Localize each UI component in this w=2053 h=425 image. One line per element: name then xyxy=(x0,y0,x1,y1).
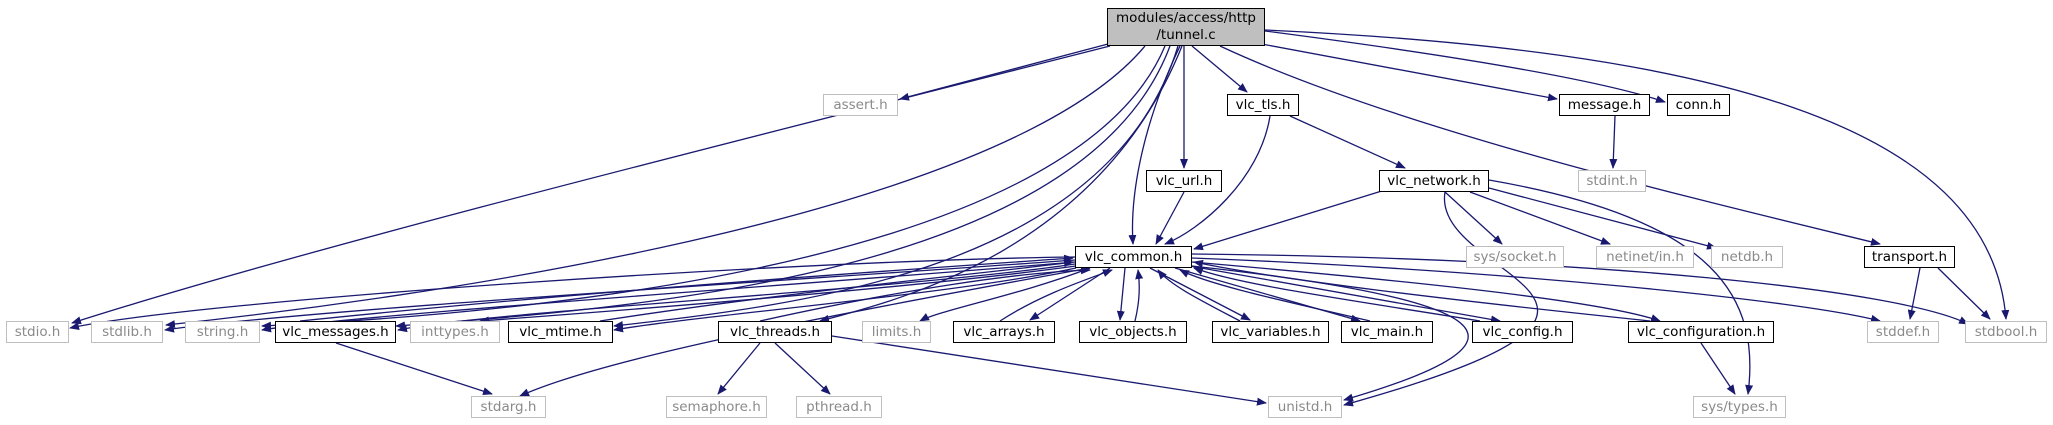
node-string-h[interactable]: string.h xyxy=(185,321,260,343)
node-conn-h[interactable]: conn.h xyxy=(1667,94,1730,116)
node-message-h[interactable]: message.h xyxy=(1559,94,1650,116)
edge-config-common xyxy=(1193,267,1481,322)
node-stdint-h[interactable]: stdint.h xyxy=(1578,170,1646,192)
node-semaphore-h[interactable]: semaphore.h xyxy=(666,396,767,418)
edge-arrays-common xyxy=(999,269,1113,322)
edge-common-limits xyxy=(919,267,1091,322)
edge-message-stdint xyxy=(1609,115,1618,169)
edge-configuration-systypes xyxy=(1700,342,1736,395)
node-vlc-configuration-h[interactable]: vlc_configuration.h xyxy=(1628,321,1774,343)
node-vlc-arrays-h[interactable]: vlc_arrays.h xyxy=(953,321,1055,343)
edge-common-stdbool xyxy=(1191,253,1969,325)
edge-common-vlcconfig xyxy=(1189,265,1501,324)
node-assert-h[interactable]: assert.h xyxy=(823,94,898,116)
edge-vlctls-vlccommon xyxy=(1164,115,1271,245)
edge-common-vlcconfiguration xyxy=(1191,261,1661,322)
edge-common-stddef xyxy=(1191,257,1881,323)
node-stdarg-h[interactable]: stdarg.h xyxy=(471,396,546,418)
node-vlc-mtime-h[interactable]: vlc_mtime.h xyxy=(508,321,613,343)
node-vlc-objects-h[interactable]: vlc_objects.h xyxy=(1079,321,1187,343)
edge-variables-common xyxy=(1157,269,1241,322)
edge-root-stdlib xyxy=(165,45,1146,329)
node-sys-socket-h[interactable]: sys/socket.h xyxy=(1466,246,1564,268)
edge-net-common xyxy=(1193,189,1386,251)
edge-configuration-common xyxy=(1193,259,1651,322)
node-netdb-h[interactable]: netdb.h xyxy=(1711,246,1783,268)
node-tunnel-c-line2: /tunnel.c xyxy=(1156,27,1216,43)
edge-root-vlctls xyxy=(1191,45,1248,93)
edge-net-netdb xyxy=(1488,187,1717,250)
edge-root-string xyxy=(261,45,1166,330)
edge-root-vlcmessages xyxy=(395,45,1171,330)
edge-threads-common xyxy=(759,266,1091,322)
edge-net-unistd xyxy=(1343,191,1539,407)
node-sys-types-h[interactable]: sys/types.h xyxy=(1693,396,1786,418)
edge-root-conn xyxy=(1264,30,1666,103)
edge-common-inttypes xyxy=(479,265,1077,325)
node-vlc-messages-h[interactable]: vlc_messages.h xyxy=(275,321,396,343)
edge-vlctls-vlcnetwork xyxy=(1289,115,1406,169)
node-vlc-network-h[interactable]: vlc_network.h xyxy=(1379,170,1489,192)
edge-root-stdbool xyxy=(1264,29,2010,320)
edge-root-transport xyxy=(1219,45,1881,246)
edge-net-systypes xyxy=(1488,179,1754,395)
node-limits-h[interactable]: limits.h xyxy=(862,321,931,343)
node-stdio-h[interactable]: stdio.h xyxy=(6,321,69,343)
edge-common-vlcobjects xyxy=(1116,267,1126,321)
edge-threads-pthread xyxy=(774,342,831,395)
node-vlc-variables-h[interactable]: vlc_variables.h xyxy=(1212,321,1329,343)
edge-common-stdlib xyxy=(164,259,1076,333)
edge-root-vlcthreads xyxy=(819,45,1183,323)
node-vlc-threads-h[interactable]: vlc_threads.h xyxy=(718,321,832,343)
node-tunnel-c[interactable]: modules/access/http /tunnel.c xyxy=(1107,8,1265,46)
edge-threads-semaphore xyxy=(717,342,761,395)
edge-main-common xyxy=(1179,269,1371,322)
edge-root-stdio xyxy=(71,45,1111,325)
edge-msgs-stdarg xyxy=(335,342,493,396)
edge-mtime-common xyxy=(599,259,1074,322)
node-vlc-common-h[interactable]: vlc_common.h xyxy=(1075,246,1192,268)
node-vlc-url-h[interactable]: vlc_url.h xyxy=(1146,170,1222,192)
edge-msgs-common xyxy=(299,254,1074,322)
node-vlc-main-h[interactable]: vlc_main.h xyxy=(1341,321,1433,343)
edge-common-vlcmtime xyxy=(613,267,1077,333)
node-stdbool-h[interactable]: stdbool.h xyxy=(1965,321,2047,343)
node-netinet-in-h[interactable]: netinet/in.h xyxy=(1596,246,1694,268)
node-vlc-tls-h[interactable]: vlc_tls.h xyxy=(1227,94,1299,116)
node-stdlib-h[interactable]: stdlib.h xyxy=(91,321,163,343)
edge-net-socket xyxy=(1444,191,1503,245)
node-tunnel-c-line1: modules/access/http xyxy=(1116,10,1256,26)
edge-threads-unistd xyxy=(831,335,1267,406)
node-unistd-h[interactable]: unistd.h xyxy=(1268,396,1342,418)
node-vlc-config-h[interactable]: vlc_config.h xyxy=(1472,321,1573,343)
node-stddef-h[interactable]: stddef.h xyxy=(1867,321,1939,343)
edge-vlcurl-vlccommon xyxy=(1155,191,1185,245)
node-inttypes-h[interactable]: inttypes.h xyxy=(410,321,500,343)
edge-transport-stddef xyxy=(1907,267,1921,320)
edge-root-vlccommon xyxy=(1128,45,1181,245)
node-pthread-h[interactable]: pthread.h xyxy=(796,396,882,418)
node-transport-h[interactable]: transport.h xyxy=(1864,246,1955,268)
edge-common-stdio xyxy=(69,256,1076,331)
edge-common-vlcmain xyxy=(1174,267,1361,323)
edge-common-vlcarrays xyxy=(1029,267,1111,321)
edge-objects-common xyxy=(1134,269,1144,322)
edge-root-message xyxy=(1239,39,1558,102)
edge-net-netinet xyxy=(1469,191,1611,245)
edge-transport-stdbool xyxy=(1937,267,1991,320)
